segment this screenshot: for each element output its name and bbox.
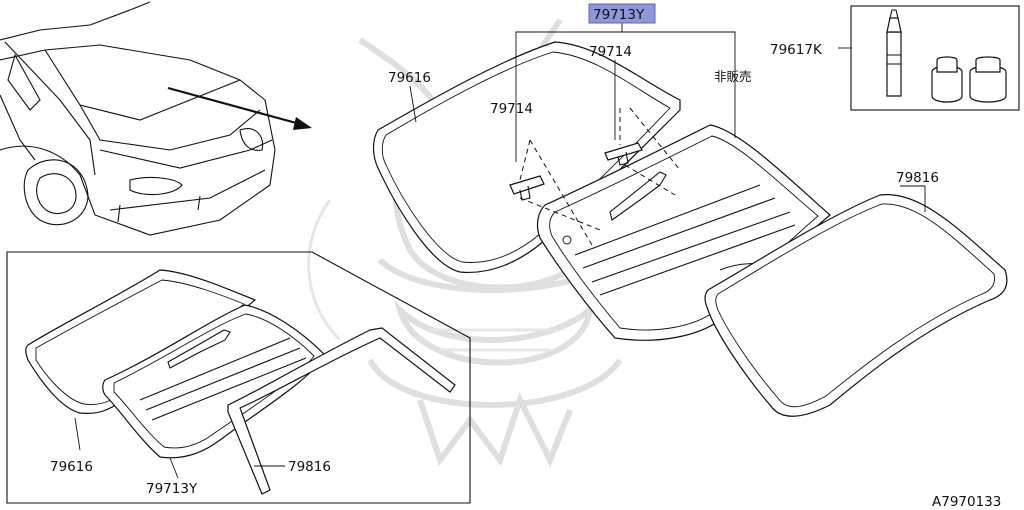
label-79816-main[interactable]: 79816	[896, 170, 939, 186]
diagram-code: A7970133	[932, 494, 1001, 510]
label-not-sold: 非販売	[714, 69, 752, 84]
assembly-dashed-lines	[519, 107, 681, 246]
label-79616-inset[interactable]: 79616	[50, 459, 93, 475]
leader-lines	[409, 22, 926, 212]
molding-79816-main	[704, 194, 1008, 417]
clip-79714-left	[509, 175, 545, 201]
label-79616-main[interactable]: 79616	[388, 70, 431, 86]
label-79713Y-main[interactable]: 79713Y	[593, 7, 645, 23]
clip-79714-top	[604, 142, 643, 166]
inset-panel	[6, 251, 471, 504]
label-79713Y-highlight[interactable]: 79713Y	[588, 3, 656, 24]
label-79713Y-inset[interactable]: 79713Y	[146, 481, 198, 497]
label-79714-top[interactable]: 79714	[589, 44, 632, 60]
label-79617K[interactable]: 79617K	[770, 42, 823, 58]
label-79816-inset[interactable]: 79816	[288, 459, 331, 475]
kit-box	[838, 5, 1020, 111]
label-79714-left[interactable]: 79714	[490, 101, 533, 117]
car-illustration	[0, 1, 312, 236]
